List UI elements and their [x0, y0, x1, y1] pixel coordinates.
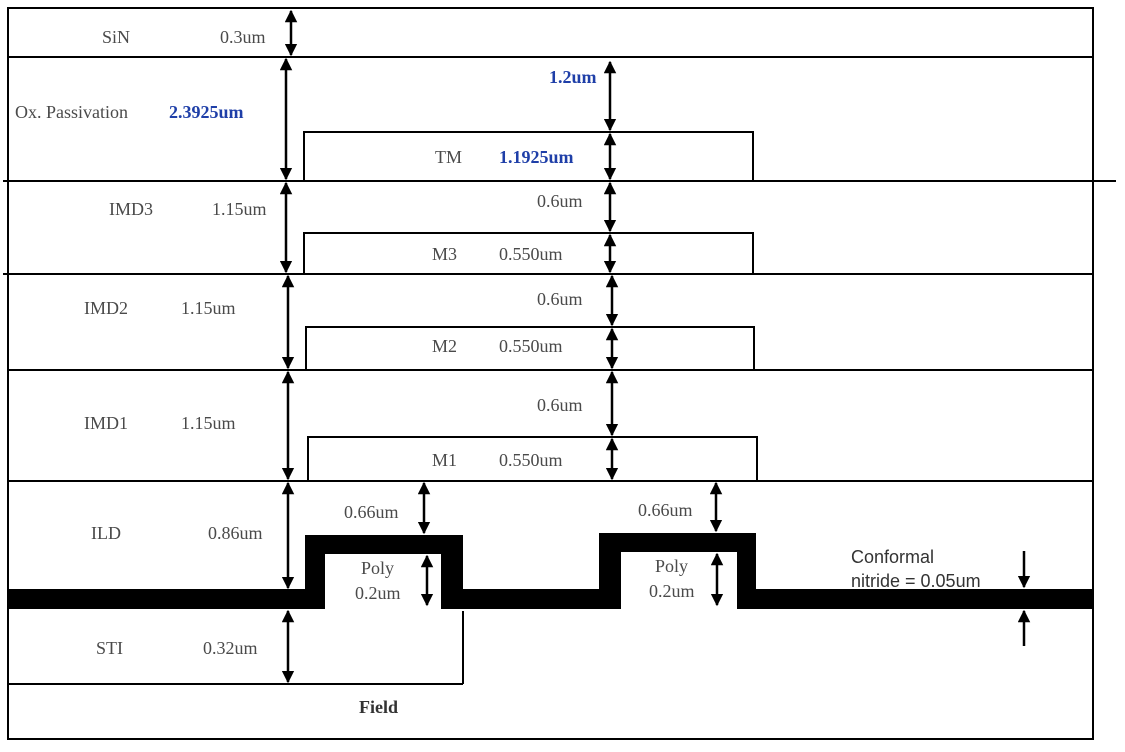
outer-frame [7, 7, 1094, 740]
m2-thickness: 0.550um [499, 336, 563, 356]
sti-thickness: 0.32um [203, 638, 258, 658]
nitride-segment-left [8, 589, 305, 609]
tm-thickness: 1.1925um [499, 147, 574, 167]
imd2-gap: 0.6um [537, 289, 583, 309]
poly-right-gap: 0.66um [638, 500, 693, 520]
field-label: Field [359, 697, 398, 717]
passivation-gap: 1.2um [549, 67, 597, 87]
tm-metal-line [303, 131, 754, 182]
imd3-label: IMD3 [109, 199, 153, 219]
sti-label: STI [96, 638, 123, 658]
tm-label: TM [435, 147, 462, 167]
imd3-thickness: 1.15um [212, 199, 267, 219]
poly-right-thickness: 0.2um [649, 581, 695, 601]
poly-left-label: Poly [361, 558, 394, 578]
poly-left-gap: 0.66um [344, 502, 399, 522]
m1-label: M1 [432, 450, 457, 470]
m1-metal-line [307, 436, 758, 482]
m2-metal-line [305, 326, 755, 371]
m3-metal-line [303, 232, 754, 275]
imd1-thickness: 1.15um [181, 413, 236, 433]
nitride-label-line2: nitride = 0.05um [851, 571, 981, 591]
passivation-label: Ox. Passivation [15, 102, 128, 122]
imd1-gap: 0.6um [537, 395, 583, 415]
poly-left-thickness: 0.2um [355, 583, 401, 603]
nitride-label-line1: Conformal [851, 547, 934, 567]
m2-label: M2 [432, 336, 457, 356]
imd3-gap: 0.6um [537, 191, 583, 211]
m3-label: M3 [432, 244, 457, 264]
m1-thickness: 0.550um [499, 450, 563, 470]
m3-thickness: 0.550um [499, 244, 563, 264]
passivation-thickness: 2.3925um [169, 102, 244, 122]
ild-label: ILD [91, 523, 121, 543]
ild-thickness: 0.86um [208, 523, 263, 543]
sin-thickness: 0.3um [220, 27, 266, 47]
sin-label: SiN [102, 27, 130, 47]
imd1-label: IMD1 [84, 413, 128, 433]
thickness-arrows [279, 9, 1031, 684]
imd2-thickness: 1.15um [181, 298, 236, 318]
nitride-segment-middle [463, 589, 599, 609]
poly-right-label: Poly [655, 556, 688, 576]
layer-boundaries [3, 7, 1116, 740]
nitride-segment-right [756, 589, 1093, 609]
imd2-label: IMD2 [84, 298, 128, 318]
